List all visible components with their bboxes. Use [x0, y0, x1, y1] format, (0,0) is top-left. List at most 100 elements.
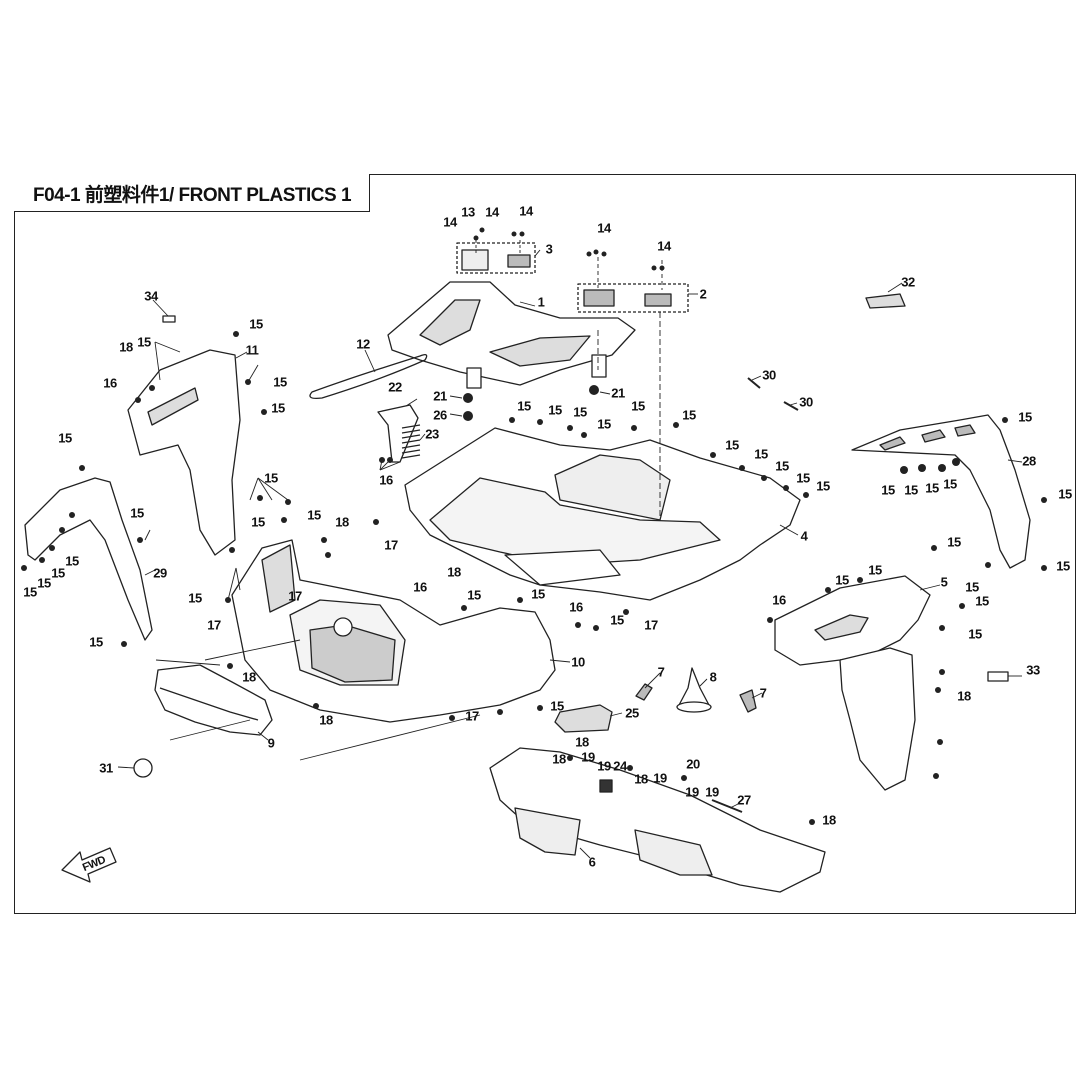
callout-18h: 18 [634, 771, 648, 787]
callout-15am: 15 [947, 534, 961, 550]
callout-16a: 16 [103, 375, 117, 391]
diagram-title: F04-1 前塑料件1/ FRONT PLASTICS 1 [32, 185, 352, 206]
callout-15ap: 15 [975, 593, 989, 609]
callout-15ao: 15 [868, 562, 882, 578]
callout-15an: 15 [835, 572, 849, 588]
callout-15aq: 15 [968, 626, 982, 642]
callout-15aj: 15 [1058, 486, 1072, 502]
lower-bumper-part-9 [154, 664, 273, 736]
right-fender-part-5 [774, 575, 931, 791]
callout-18e: 18 [319, 712, 333, 728]
callout-15ae: 15 [1018, 409, 1032, 425]
callout-15h: 15 [37, 575, 51, 591]
part-24 [599, 779, 613, 793]
clip-part-7a [635, 683, 653, 701]
callout-30a: 30 [762, 367, 776, 383]
callout-9: 9 [267, 735, 275, 751]
callout-14e: 14 [657, 238, 671, 254]
callout-20: 20 [686, 756, 700, 772]
part-30b [783, 401, 799, 411]
callout-16b: 16 [379, 472, 393, 488]
left-inner-panel-part-11 [127, 349, 241, 556]
callout-15y: 15 [682, 407, 696, 423]
callout-15w: 15 [597, 416, 611, 432]
callout-27: 27 [737, 792, 751, 808]
callout-18a: 18 [119, 339, 133, 355]
callout-19d: 19 [685, 784, 699, 800]
callout-15c: 15 [273, 374, 287, 390]
callout-15s: 15 [550, 698, 564, 714]
callout-15n: 15 [307, 507, 321, 523]
callout-23: 23 [425, 426, 439, 442]
callout-19b: 19 [597, 758, 611, 774]
part-27 [711, 799, 743, 813]
callout-22: 22 [388, 379, 402, 395]
leader-lines [117, 240, 1023, 859]
callout-15aa: 15 [754, 446, 768, 462]
callout-14d: 14 [597, 220, 611, 236]
callout-32: 32 [901, 274, 915, 290]
callout-15p: 15 [467, 587, 481, 603]
callout-15a: 15 [249, 316, 263, 332]
callout-17e: 17 [465, 708, 479, 724]
callout-18g: 18 [552, 751, 566, 767]
callout-15ad: 15 [816, 478, 830, 494]
callout-6: 6 [588, 854, 596, 870]
callout-3: 3 [545, 241, 553, 257]
callout-12: 12 [356, 336, 370, 352]
callout-19e: 19 [705, 784, 719, 800]
callout-11: 11 [245, 342, 259, 358]
callout-4: 4 [800, 528, 808, 544]
callout-15e: 15 [58, 430, 72, 446]
diagram-frame [14, 174, 1076, 914]
callout-14b: 14 [485, 204, 499, 220]
callout-15o: 15 [188, 590, 202, 606]
callout-25: 25 [625, 705, 639, 721]
front-bumper-part-10 [231, 539, 556, 723]
callout-18j: 18 [957, 688, 971, 704]
bracket-part-22 [377, 404, 419, 463]
latch-part-2 [577, 283, 689, 313]
callout-19c: 19 [653, 770, 667, 786]
callout-21b: 21 [611, 385, 625, 401]
callout-18i: 18 [822, 812, 836, 828]
callout-15ab: 15 [775, 458, 789, 474]
part-32 [865, 293, 906, 309]
callout-15x: 15 [631, 398, 645, 414]
callout-30b: 30 [799, 394, 813, 410]
callout-10: 10 [571, 654, 585, 670]
callout-15r: 15 [610, 612, 624, 628]
right-guard-part-28 [851, 414, 1031, 569]
callout-15f: 15 [130, 505, 144, 521]
front-panel-part-4 [404, 427, 801, 601]
part-30a [747, 377, 761, 389]
callout-26: 26 [433, 407, 447, 423]
cap-part-8 [676, 667, 712, 713]
callout-18c: 18 [447, 564, 461, 580]
callout-15z: 15 [725, 437, 739, 453]
callout-28: 28 [1022, 453, 1036, 469]
callout-18f: 18 [575, 734, 589, 750]
callout-8: 8 [709, 669, 717, 685]
callout-15al: 15 [965, 579, 979, 595]
callout-15ag: 15 [904, 482, 918, 498]
callout-29: 29 [153, 565, 167, 581]
callout-15ah: 15 [925, 480, 939, 496]
callout-34: 34 [144, 288, 158, 304]
callout-16e: 16 [772, 592, 786, 608]
callout-15d: 15 [271, 400, 285, 416]
callout-1: 1 [537, 294, 545, 310]
callout-15b: 15 [137, 334, 151, 350]
cap-part-31 [133, 758, 153, 778]
clip-part-7b [739, 689, 757, 713]
callout-15af: 15 [881, 482, 895, 498]
callout-16d: 16 [569, 599, 583, 615]
callout-15l: 15 [264, 470, 278, 486]
callout-31: 31 [99, 760, 113, 776]
step-part-25 [554, 704, 613, 733]
callout-15ai: 15 [943, 476, 957, 492]
callout-15j: 15 [65, 553, 79, 569]
callout-18d: 18 [242, 669, 256, 685]
fasteners [21, 227, 1047, 825]
callout-15m: 15 [251, 514, 265, 530]
